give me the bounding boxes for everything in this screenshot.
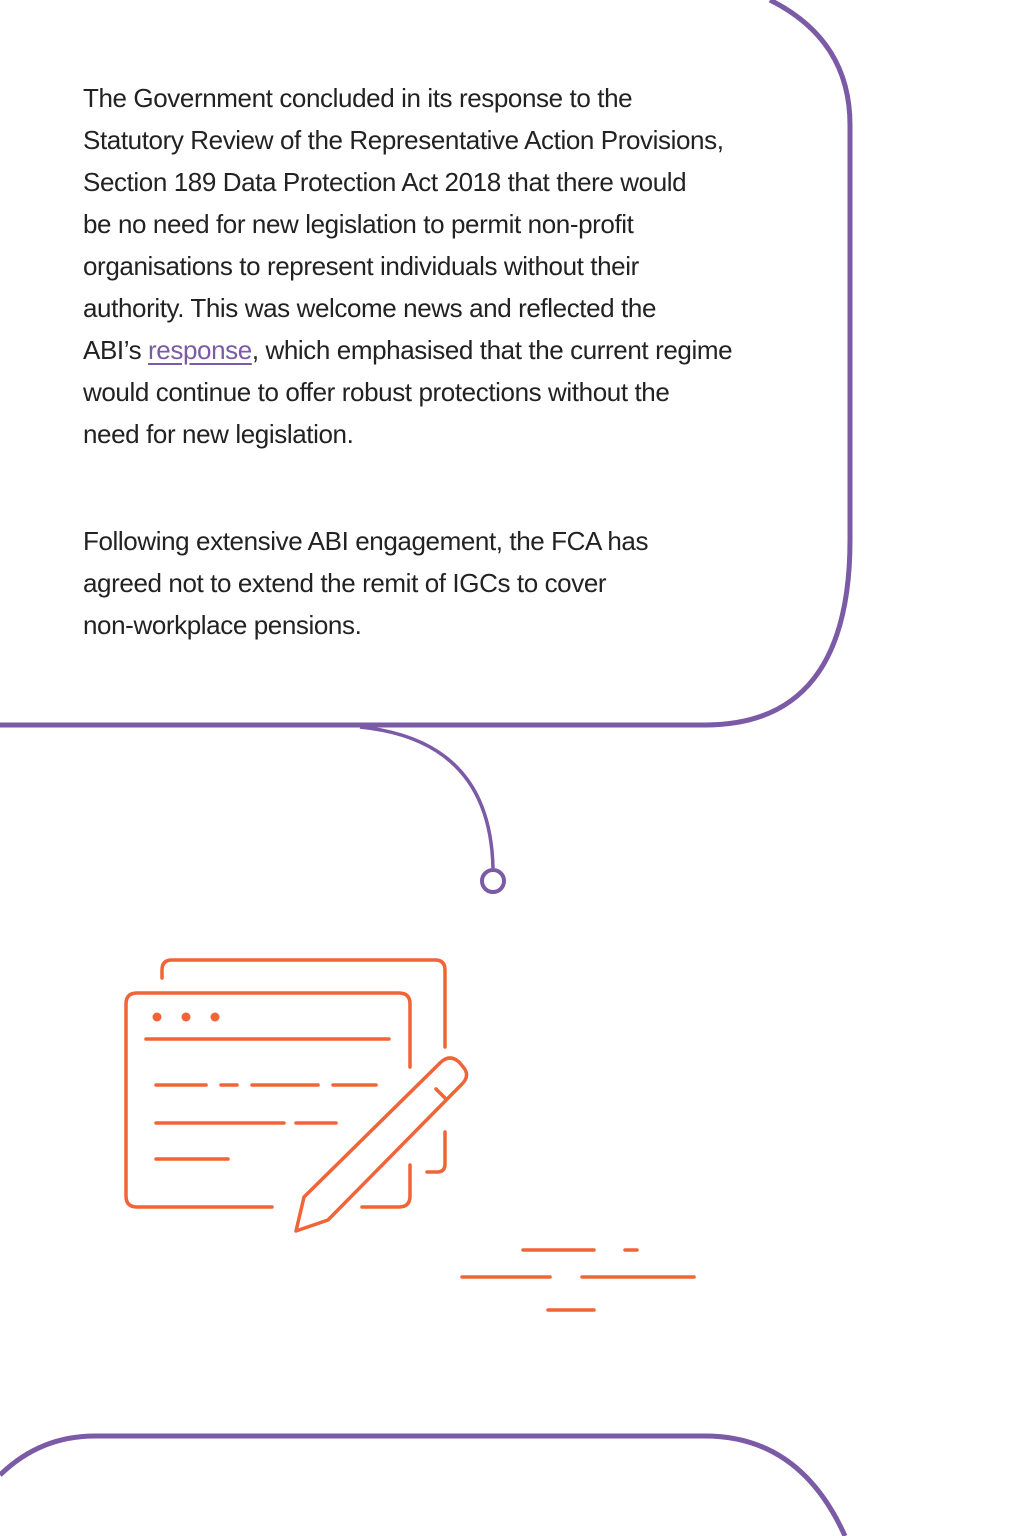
text-line: agreed not to extend the remit of IGCs t… <box>83 568 607 598</box>
window-dot <box>210 1012 220 1022</box>
text-line: Statutory Review of the Representative A… <box>83 125 724 155</box>
text-segment: ABI’s <box>83 335 149 365</box>
text-line: ABI’s response, which emphasised that th… <box>83 329 733 371</box>
paragraph-fca-igc: Following extensive ABI engagement, the … <box>83 520 649 646</box>
connector-end-circle <box>480 868 506 894</box>
text-line: organisations to represent individuals w… <box>83 251 639 281</box>
text-line: The Government concluded in its response… <box>83 83 633 113</box>
window-dot <box>152 1012 162 1022</box>
connector-line <box>359 725 495 869</box>
text-line: Following extensive ABI engagement, the … <box>83 526 649 556</box>
document-edit-icon <box>124 958 696 1312</box>
text-line: be no need for new legislation to permit… <box>83 209 634 239</box>
next-bubble-outline <box>0 1433 848 1536</box>
paragraph-government-response: The Government concluded in its response… <box>83 77 733 455</box>
text-line: Section 189 Data Protection Act 2018 tha… <box>83 167 687 197</box>
window-dot <box>181 1012 191 1022</box>
response-link[interactable]: response <box>148 335 252 365</box>
text-line: would continue to offer robust protectio… <box>83 377 670 407</box>
text-line: need for new legislation. <box>83 419 354 449</box>
text-line: authority. This was welcome news and ref… <box>83 293 656 323</box>
text-line: non-workplace pensions. <box>83 610 362 640</box>
speech-bubble-outline <box>0 0 853 728</box>
text-segment: , which emphasised that the current regi… <box>251 335 733 365</box>
